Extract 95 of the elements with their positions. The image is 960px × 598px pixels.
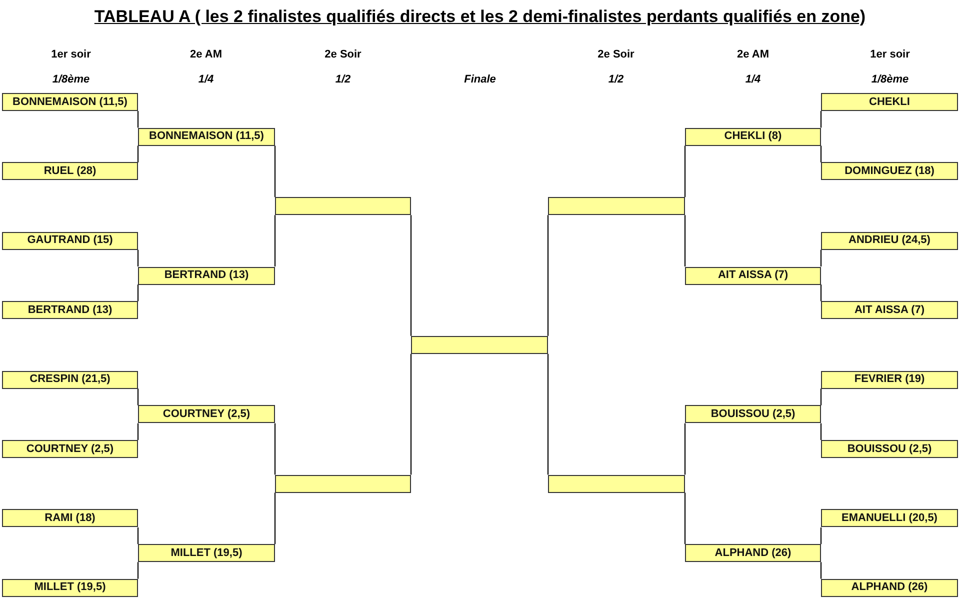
player-name: CHEKLI — [869, 96, 910, 108]
bracket-line — [137, 250, 139, 266]
bracket-line — [820, 146, 822, 162]
bracket-slot — [821, 232, 958, 250]
player-name: RAMI (18) — [44, 512, 96, 525]
session-label: 2e AM — [737, 48, 769, 62]
player-name: CRESPIN (21,5) — [30, 373, 110, 386]
bracket-slot — [685, 544, 821, 562]
bracket-line — [410, 215, 412, 336]
round-label: 1/2 — [608, 74, 624, 86]
bracket-line — [820, 250, 822, 266]
player-name: BONNEMAISON (11,5) — [12, 96, 128, 108]
session-label: 2e Soir — [598, 48, 634, 62]
bracket-slot — [548, 474, 685, 493]
session-label: 2e Soir — [324, 48, 362, 62]
bracket-slot — [2, 440, 138, 458]
bracket-slot — [821, 440, 958, 458]
session-label: 1er soir — [51, 48, 91, 62]
bracket-line — [137, 388, 139, 406]
bracket-slot — [275, 197, 411, 216]
bracket-slot — [2, 578, 138, 597]
bracket-line — [547, 354, 549, 475]
player-name: BERTRAND (13) — [164, 269, 249, 282]
title: TABLEAU A ( les 2 finalistes qualifiés directs et les 2 demi-finalistes perdants qualifiés en zone) — [94, 7, 866, 27]
bracket-slot — [821, 162, 958, 180]
bracket-slot — [275, 474, 411, 493]
round-label: 1/4 — [198, 74, 214, 86]
player-name: RUEL (28) — [44, 164, 96, 178]
bracket-slot — [821, 301, 958, 320]
player-name: MILLET (19,5) — [170, 546, 242, 560]
bracket-line — [820, 284, 822, 302]
player-name: ALPHAND (26) — [851, 581, 928, 594]
player-name: COURTNEY (2,5) — [162, 408, 250, 421]
bracket-line — [274, 492, 276, 544]
bracket-line — [137, 562, 139, 579]
bracket-slot — [548, 197, 685, 216]
bracket-line — [820, 111, 822, 128]
bracket-slot — [411, 336, 548, 354]
bracket-slot — [2, 93, 138, 111]
bracket-slot — [2, 162, 138, 180]
bracket-line — [137, 527, 139, 544]
player-name: GAUTRAND (15) — [27, 234, 113, 248]
round-label: Finale — [464, 74, 496, 86]
bracket-slot — [138, 128, 275, 146]
bracket-slot — [685, 128, 821, 146]
bracket-slot — [2, 370, 138, 389]
bracket-slot — [2, 301, 138, 320]
bracket-slot — [2, 509, 138, 528]
bracket-slot — [2, 232, 138, 250]
bracket-line — [684, 423, 686, 475]
bracket-line — [274, 215, 276, 266]
bracket-line — [137, 111, 139, 128]
bracket-line — [820, 423, 822, 440]
bracket-slot — [821, 509, 958, 528]
bracket-line — [410, 354, 412, 475]
bracket-slot — [138, 405, 275, 424]
bracket-line — [684, 215, 686, 266]
player-name: BERTRAND (13) — [28, 304, 112, 317]
bracket-line — [684, 146, 686, 198]
player-name: BONNEMAISON (11,5) — [149, 130, 264, 144]
player-name: CHEKLI (8) — [724, 130, 782, 144]
bracket-slot — [685, 266, 821, 284]
player-name: MILLET (19,5) — [34, 581, 106, 594]
session-label: 2e AM — [190, 48, 222, 62]
round-label: 1/4 — [745, 74, 761, 86]
player-name: AIT AISSA (7) — [854, 304, 925, 317]
player-name: ALPHAND (26) — [714, 546, 792, 560]
bracket-line — [274, 423, 276, 475]
bracket-line — [547, 215, 549, 336]
bracket-line — [137, 423, 139, 440]
round-label: 1/2 — [335, 74, 351, 86]
player-name: COURTNEY (2,5) — [26, 442, 114, 456]
round-label: 1/8ème — [871, 74, 909, 86]
bracket-slot — [685, 405, 821, 424]
bracket-line — [684, 492, 686, 544]
player-name: DOMINGUEZ (18) — [844, 164, 934, 178]
player-name: AIT AISSA (7) — [718, 269, 788, 282]
bracket-slot — [821, 93, 958, 111]
session-label: 1er soir — [870, 48, 910, 62]
bracket-slot — [821, 578, 958, 597]
bracket-line — [820, 388, 822, 406]
bracket-line — [137, 284, 139, 302]
player-name: FEVRIER (19) — [854, 373, 925, 386]
bracket-line — [820, 527, 822, 544]
player-name: BOUISSOU (2,5) — [710, 408, 796, 421]
bracket-slot — [821, 370, 958, 389]
player-name: ANDRIEU (24,5) — [848, 234, 930, 248]
round-label: 1/8ème — [52, 74, 90, 86]
bracket-slot — [138, 544, 275, 562]
bracket-line — [137, 146, 139, 162]
player-name: EMANUELLI (20,5) — [842, 512, 938, 525]
player-name: BOUISSOU (2,5) — [847, 442, 932, 456]
bracket-line — [274, 146, 276, 198]
bracket-slot — [138, 266, 275, 284]
bracket-line — [820, 562, 822, 579]
